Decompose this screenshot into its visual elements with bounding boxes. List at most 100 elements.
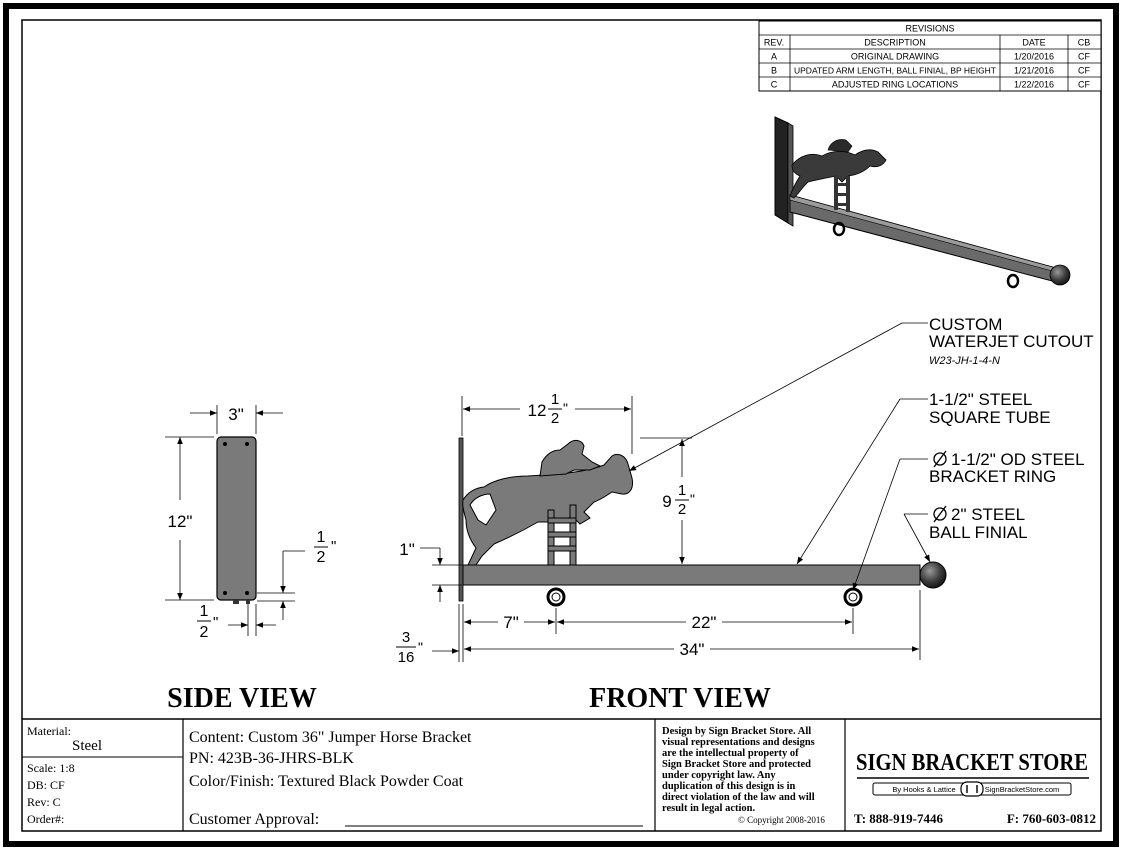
brand-logo: SIGN BRACKET STORE By Hooks & Lattice Si… [856,750,1089,797]
front-dim-cutout-height-unit: " [690,491,695,507]
callout-ring-line1: 1-1/2" OD STEEL [951,450,1085,469]
svg-text:result in legal action.: result in legal action. [662,803,756,814]
front-dim-cutout-height-num: 1 [678,482,686,499]
front-dim-cutout-width-whole: 12 [528,401,547,420]
svg-text:are the intellectual property: are the intellectual property of [662,748,799,759]
rev-row-rev: B [771,66,777,76]
material-label: Material: [27,724,71,738]
front-view-title: FRONT VIEW [589,683,771,714]
svg-text:duplication of this design is: duplication of this design is in [662,781,795,792]
rev-header-date: DATE [1022,38,1045,48]
db-text: DB: CF [27,778,65,792]
side-view-title: SIDE VIEW [167,683,317,714]
rev-row-rev: A [771,52,777,62]
rev-row-by: CF [1078,52,1090,62]
svg-text:Sign Bracket Store and protect: Sign Bracket Store and protected [662,759,811,770]
front-fence [547,504,577,566]
front-dim-ring1: 7" [503,613,519,632]
iso-ball-finial [1049,264,1071,286]
front-dim-cutout-width-den: 2 [551,410,559,427]
front-dim-tube: 1" [399,540,415,559]
side-dim-half-bottom-den: 2 [200,624,209,641]
callout-tube-line1: 1-1/2" STEEL [929,390,1032,409]
order-text: Order#: [27,812,64,826]
callout-finial-line1: 2" STEEL [951,505,1025,524]
copyright-notice: Design by Sign Bracket Store. All visual… [662,726,815,814]
side-view: 3" 12" 1 2 " 1 2 " SIDE VIEW [165,405,336,714]
side-back-plate [216,436,257,601]
front-ring [546,587,566,607]
callouts: CUSTOM WATERJET CUTOUT W23-JH-1-4-N 1-1/… [628,315,1094,591]
rev-row-date: 1/21/2016 [1014,66,1054,76]
callout-finial-line2: BALL FINIAL [929,523,1028,542]
front-dim-overall: 34" [680,640,705,659]
copyright-text: © Copyright 2008-2016 [738,815,825,825]
side-dim-half-bottom-unit: " [213,614,218,631]
revisions-title: REVISIONS [905,24,954,34]
brand-name: SIGN BRACKET STORE [856,750,1088,776]
revisions-table: REVISIONS REV. DESCRIPTION DATE CB A ORI… [758,20,1102,92]
front-dim-plate-unit: " [418,639,423,655]
rev-row-date: 1/20/2016 [1014,52,1054,62]
side-dim-width: 3" [228,405,244,424]
front-dim-cutout-height-whole: 9 [662,492,671,511]
rev-row-description: ADJUSTED RING LOCATIONS [832,80,958,90]
rev-text: Rev: C [27,795,61,809]
fax-text: F: 760-603-0812 [1007,811,1096,826]
front-dim-cutout-width-unit: " [563,400,568,416]
rev-row-by: CF [1078,80,1090,90]
customer-approval-label: Customer Approval: [189,811,319,828]
rev-row-description: UPDATED ARM LENGTH, BALL FINIAL, BP HEIG… [794,66,996,76]
rev-header-description: DESCRIPTION [864,38,926,48]
front-arm-tube [462,564,921,586]
side-dim-half-top-den: 2 [317,549,326,566]
front-dim-cutout-width-num: 1 [551,391,559,408]
side-dim-half-top-unit: " [331,538,336,555]
iso-back-plate [774,116,789,224]
svg-text:Design by Sign Bracket Store.: Design by Sign Bracket Store. All [662,726,811,737]
finish-text: Color/Finish: Textured Black Powder Coat [189,773,464,790]
svg-text:visual representations and des: visual representations and designs [662,737,815,748]
front-view: 12 1 2 " 9 1 2 " 1" 3 16 " 7" [396,391,947,714]
rev-row-by: CF [1078,66,1090,76]
iso-ring [1006,273,1020,289]
diameter-symbol-icon [933,507,947,521]
sheet-inner-border [21,19,1102,832]
brand-emblem-icon [960,781,984,797]
front-ball-finial [919,561,947,589]
phone-text: T: 888-919-7446 [854,811,943,826]
front-ring [843,587,863,607]
svg-text:direct violation of the law an: direct violation of the law and will [662,792,815,803]
callout-tube-line2: SQUARE TUBE [929,408,1051,427]
callout-cutout-line1: CUSTOM [929,315,1002,334]
side-dim-half-bottom-num: 1 [200,603,209,620]
svg-text:under copyright law. Any: under copyright law. Any [662,770,776,781]
material-value: Steel [72,738,102,754]
sheet-outer-border [3,3,1119,847]
brand-sub-left: By Hooks & Lattice [892,785,955,794]
content-text: Content: Custom 36" Jumper Horse Bracket [189,729,472,746]
front-dim-plate-num: 3 [402,629,410,646]
rev-row-date: 1/22/2016 [1014,80,1054,90]
front-dim-ring-spacing: 22" [692,613,717,632]
rev-header-rev: REV. [764,38,784,48]
callout-ring-line2: BRACKET RING [929,467,1056,486]
front-dim-cutout-height-den: 2 [678,501,686,518]
isometric-view [774,116,1071,289]
part-number-text: PN: 423B-36-JHRS-BLK [189,750,354,767]
brand-sub-right: SignBracketStore.com [985,785,1060,794]
scale-text: Scale: 1:8 [27,761,75,775]
diameter-symbol-icon [933,452,947,466]
callout-cutout-code: W23-JH-1-4-N [929,355,1000,367]
title-block: Material: Steel Scale: 1:8 DB: CF Rev: C… [22,718,1101,831]
iso-ring [832,221,846,237]
front-back-plate [458,437,464,602]
rev-header-by: CB [1078,38,1091,48]
rev-row-rev: C [771,80,778,90]
rev-row-description: ORIGINAL DRAWING [851,52,939,62]
side-dim-half-top-num: 1 [317,529,326,546]
front-dim-plate-den: 16 [398,649,415,666]
side-dim-height: 12" [168,512,193,531]
callout-cutout-line2: WATERJET CUTOUT [929,332,1094,351]
